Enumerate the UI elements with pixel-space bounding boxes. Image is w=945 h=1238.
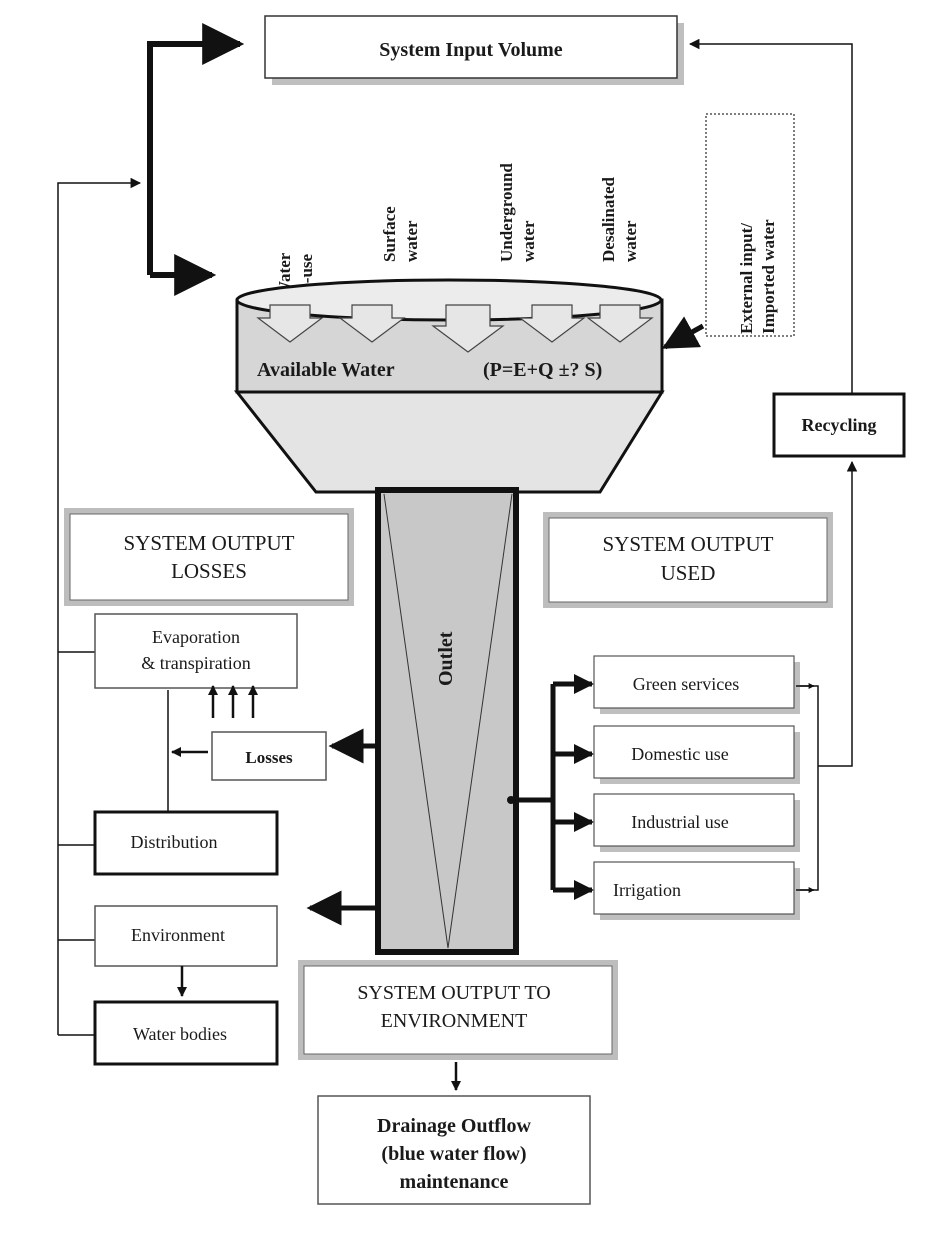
losses-box: Losses: [211, 731, 327, 781]
recycling-box: Recycling: [772, 392, 906, 458]
svg-text:Surface: Surface: [380, 206, 399, 262]
svg-text:USED: USED: [661, 561, 716, 585]
system-input-box: System Input Volume: [264, 15, 684, 85]
svg-text:SYSTEM OUTPUT: SYSTEM OUTPUT: [603, 532, 774, 556]
svg-text:SYSTEM OUTPUT: SYSTEM OUTPUT: [124, 531, 295, 555]
svg-text:Environment: Environment: [131, 925, 225, 945]
output-losses-box: SYSTEM OUTPUT LOSSES: [64, 508, 354, 606]
svg-text:SYSTEM OUTPUT TO: SYSTEM OUTPUT TO: [357, 982, 550, 1004]
environment-box: Environment: [94, 905, 278, 967]
external-input-arrow: [661, 316, 705, 350]
svg-text:Recycling: Recycling: [802, 415, 877, 435]
svg-text:& transpiration: & transpiration: [141, 653, 250, 673]
svg-text:ENVIRONMENT: ENVIRONMENT: [381, 1010, 528, 1032]
water-bodies-box: Water bodies: [93, 1000, 279, 1066]
water-sources: Water re-use Surface water Underground w…: [275, 163, 640, 298]
system-input-label: System Input Volume: [379, 39, 563, 61]
svg-text:Domestic use: Domestic use: [631, 744, 728, 764]
svg-text:Distribution: Distribution: [130, 832, 217, 852]
output-environment-box: SYSTEM OUTPUT TO ENVIRONMENT: [298, 960, 618, 1060]
left-feedback-loop: [57, 177, 142, 1036]
svg-text:Evaporation: Evaporation: [152, 627, 240, 647]
distribution-box: Distribution: [93, 810, 279, 876]
outlet-column: [375, 487, 519, 955]
uses-to-recycling-lines: [796, 460, 858, 893]
svg-text:maintenance: maintenance: [400, 1171, 509, 1193]
domestic-use-box: Domestic use: [593, 725, 800, 784]
svg-text:(blue water flow): (blue water flow): [381, 1143, 526, 1165]
industrial-use-box: Industrial use: [593, 793, 800, 852]
outlet-label: Outlet: [435, 631, 457, 686]
use-distribution-lines: [516, 674, 594, 900]
source-underground-water: Underground water: [497, 163, 538, 262]
svg-text:Water bodies: Water bodies: [133, 1024, 227, 1044]
svg-text:water: water: [402, 220, 421, 262]
available-water-label: Available Water: [257, 359, 395, 381]
svg-text:Drainage Outflow: Drainage Outflow: [377, 1115, 531, 1137]
input-bracket-arrows: [147, 23, 245, 296]
svg-text:Irrigation: Irrigation: [613, 880, 681, 900]
source-desalinated-water: Desalinated water: [599, 176, 640, 262]
svg-text:Desalinated: Desalinated: [599, 176, 618, 262]
evaporation-box: Evaporation & transpiration: [94, 613, 298, 689]
source-surface-water: Surface water: [380, 206, 421, 262]
external-input-box: External input/ Imported water: [705, 113, 795, 337]
balance-equation: (P=E+Q ±? S): [483, 359, 602, 381]
output-used-box: SYSTEM OUTPUT USED: [543, 512, 833, 608]
svg-text:LOSSES: LOSSES: [171, 559, 247, 583]
svg-text:Losses: Losses: [245, 748, 293, 767]
svg-text:water: water: [519, 220, 538, 262]
svg-text:Imported water: Imported water: [759, 219, 778, 334]
inflow-block-arrows: [256, 304, 654, 353]
svg-text:water: water: [621, 220, 640, 262]
svg-text:Underground: Underground: [497, 163, 516, 262]
svg-text:Green services: Green services: [633, 674, 739, 694]
svg-text:External input/: External input/: [737, 223, 756, 334]
drainage-outflow-box: Drainage Outflow (blue water flow) maint…: [317, 1095, 591, 1205]
water-tank: [233, 278, 665, 494]
svg-text:Industrial use: Industrial use: [631, 812, 728, 832]
recycling-to-input-arrow: [688, 38, 853, 394]
outlet-junction-dot: [507, 796, 515, 804]
irrigation-box: Irrigation: [593, 861, 800, 920]
evaporation-arrows: [208, 685, 258, 718]
green-services-box: Green services: [593, 655, 800, 714]
